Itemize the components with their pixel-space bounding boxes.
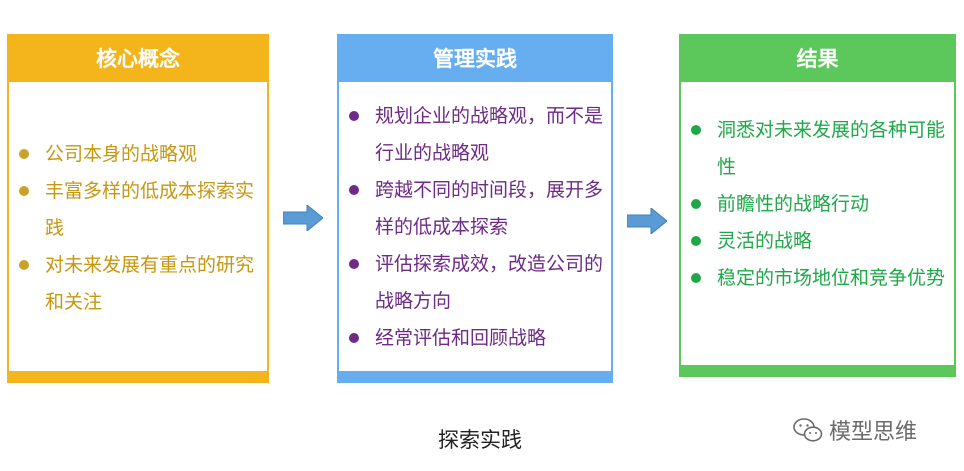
list-item-text: 对未来发展有重点的研究和关注	[45, 254, 255, 313]
diagram-caption: 探索实践	[438, 428, 522, 452]
arrow-right-icon	[627, 208, 667, 234]
panel-core-concepts-title: 核心概念	[9, 36, 267, 82]
panel-core-concepts: 核心概念 公司本身的战略观 丰富多样的低成本探索实践 对未来发展有重点的研究和关…	[7, 34, 269, 383]
list-item: 公司本身的战略观	[9, 136, 267, 173]
list-item-text: 规划企业的战略观，而不是行业的战略观	[375, 105, 604, 164]
list-item: 稳定的市场地位和竞争优势	[681, 260, 954, 297]
panel-core-concepts-list: 公司本身的战略观 丰富多样的低成本探索实践 对未来发展有重点的研究和关注	[9, 136, 267, 321]
watermark: 模型思维	[793, 415, 917, 445]
panel-results-title: 结果	[681, 36, 954, 82]
list-item: 对未来发展有重点的研究和关注	[9, 247, 267, 321]
list-item-text: 公司本身的战略观	[45, 143, 198, 165]
panel-management-practice-list: 规划企业的战略观，而不是行业的战略观 跨越不同的时间段，展开多样的低成本探索 评…	[339, 98, 611, 357]
bullet-icon	[691, 199, 701, 209]
list-item-text: 稳定的市场地位和竞争优势	[717, 267, 946, 289]
bullet-icon	[19, 186, 29, 196]
panel-results: 结果 洞悉对未来发展的各种可能性 前瞻性的战略行动 灵活的战略 稳定的市场地位和…	[679, 34, 956, 377]
list-item: 前瞻性的战略行动	[681, 186, 954, 223]
panel-management-practice: 管理实践 规划企业的战略观，而不是行业的战略观 跨越不同的时间段，展开多样的低成…	[337, 34, 613, 383]
list-item-text: 跨越不同的时间段，展开多样的低成本探索	[375, 179, 604, 238]
list-item-text: 前瞻性的战略行动	[717, 193, 870, 215]
bullet-icon	[349, 259, 359, 269]
list-item: 丰富多样的低成本探索实践	[9, 173, 267, 247]
list-item: 洞悉对未来发展的各种可能性	[681, 112, 954, 186]
watermark-text: 模型思维	[829, 420, 918, 445]
bullet-icon	[349, 111, 359, 121]
arrow-right-icon	[283, 205, 323, 231]
list-item-text: 丰富多样的低成本探索实践	[45, 180, 255, 239]
bullet-icon	[691, 273, 701, 283]
list-item: 经常评估和回顾战略	[339, 320, 611, 357]
bullet-icon	[19, 260, 29, 270]
list-item-text: 经常评估和回顾战略	[375, 327, 547, 349]
panel-management-practice-title: 管理实践	[339, 36, 611, 82]
panel-results-list: 洞悉对未来发展的各种可能性 前瞻性的战略行动 灵活的战略 稳定的市场地位和竞争优…	[681, 112, 954, 297]
bullet-icon	[349, 185, 359, 195]
wechat-icon	[793, 418, 823, 442]
bullet-icon	[691, 236, 701, 246]
bullet-icon	[349, 333, 359, 343]
list-item-text: 灵活的战略	[717, 230, 813, 252]
bullet-icon	[691, 125, 701, 135]
list-item: 规划企业的战略观，而不是行业的战略观	[339, 98, 611, 172]
list-item: 灵活的战略	[681, 223, 954, 260]
list-item: 跨越不同的时间段，展开多样的低成本探索	[339, 172, 611, 246]
list-item-text: 洞悉对未来发展的各种可能性	[717, 119, 946, 178]
list-item: 评估探索成效，改造公司的战略方向	[339, 246, 611, 320]
bullet-icon	[19, 149, 29, 159]
list-item-text: 评估探索成效，改造公司的战略方向	[375, 253, 604, 312]
